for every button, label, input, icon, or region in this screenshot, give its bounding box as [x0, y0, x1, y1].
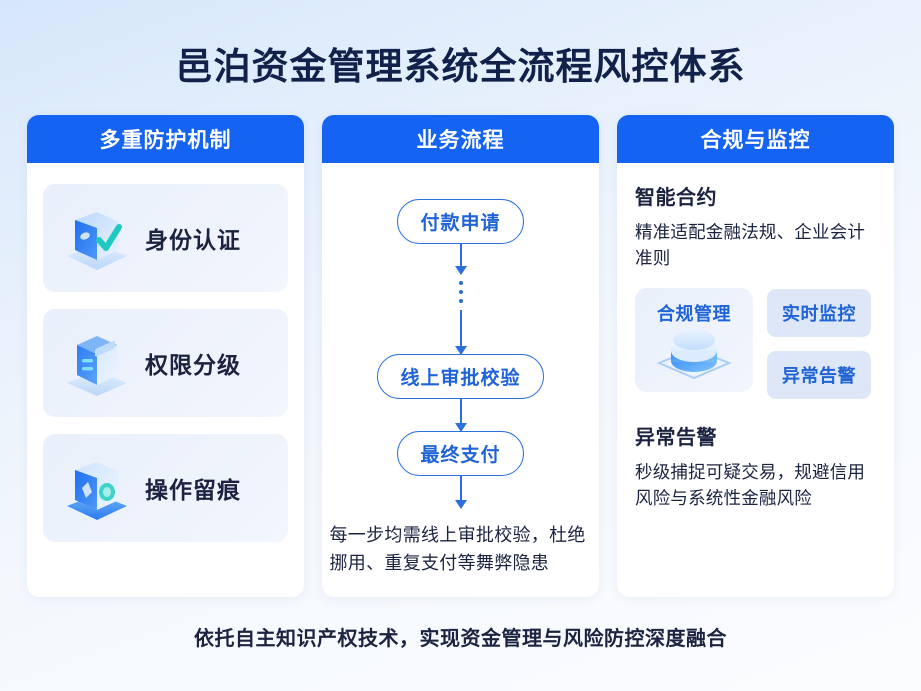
feature-tile-identity[interactable]: 身份认证 — [43, 184, 288, 292]
column-body-process: 付款申请 线上审批校验 最终支付 每一步均需线上审批校验，杜绝挪用、重复支付等舞… — [322, 163, 599, 597]
chip-anomaly-alert[interactable]: 异常告警 — [767, 350, 871, 399]
feature-label-identity: 身份认证 — [145, 227, 241, 253]
column-body-compliance: 智能合约 精准适配金融法规、企业会计准则 合规管理 — [617, 163, 894, 597]
flow-arrow-2 — [459, 324, 462, 354]
column-header-protection: 多重防护机制 — [27, 115, 304, 163]
flow-node-final-payment[interactable]: 最终支付 — [397, 431, 524, 476]
chip-realtime-monitor[interactable]: 实时监控 — [767, 288, 871, 337]
compliance-badges-row: 合规管理 — [635, 287, 876, 399]
process-flow: 付款申请 线上审批校验 最终支付 每一步均需线上审批校验，杜绝挪用、重复支付等舞… — [330, 179, 585, 585]
layered-server-cube-icon — [55, 321, 139, 405]
flow-dash — [459, 310, 462, 324]
flow-node-payment-request[interactable]: 付款申请 — [397, 199, 524, 244]
flow-arrow-4 — [459, 476, 462, 508]
column-process: 业务流程 付款申请 线上审批校验 最终支付 每一步均需线上审批校验，杜绝挪用、重… — [322, 115, 599, 597]
page-title: 邑泊资金管理系统全流程风控体系 — [175, 46, 746, 87]
flow-arrow-1 — [459, 244, 462, 274]
column-header-process: 业务流程 — [322, 115, 599, 163]
flow-dots — [458, 274, 463, 310]
flow-arrow-3 — [459, 399, 462, 431]
database-stack-icon — [651, 321, 737, 388]
compliance-text-smart-contract: 精准适配金融法规、企业会计准则 — [635, 222, 866, 269]
compliance-chip-column: 实时监控 异常告警 — [767, 288, 871, 399]
columns-container: 多重防护机制 — [27, 115, 894, 597]
compliance-tile-management[interactable]: 合规管理 — [635, 287, 753, 392]
column-protection: 多重防护机制 — [27, 115, 304, 597]
fingerprint-cube-icon — [55, 446, 139, 530]
feature-tile-permission[interactable]: 权限分级 — [43, 309, 288, 417]
feature-label-audit-trail: 操作留痕 — [145, 477, 241, 503]
feature-label-permission: 权限分级 — [145, 352, 241, 378]
column-body-protection: 身份认证 — [27, 163, 304, 597]
feature-list: 身份认证 — [43, 179, 288, 542]
compliance-text-anomaly: 秒级捕捉可疑交易，规避信用风险与系统性金融风险 — [635, 461, 866, 508]
column-compliance: 合规与监控 智能合约 精准适配金融法规、企业会计准则 合规管理 — [617, 115, 894, 597]
compliance-block-anomaly: 异常告警 秒级捕捉可疑交易，规避信用风险与系统性金融风险 — [635, 421, 876, 512]
compliance-heading-smart-contract: 智能合约 — [635, 187, 717, 209]
column-header-compliance: 合规与监控 — [617, 115, 894, 163]
shield-check-cube-icon — [55, 196, 139, 280]
feature-tile-audit-trail[interactable]: 操作留痕 — [43, 434, 288, 542]
flow-node-online-approval[interactable]: 线上审批校验 — [377, 354, 544, 399]
compliance-heading-anomaly: 异常告警 — [635, 426, 717, 449]
compliance-tile-label: 合规管理 — [657, 303, 731, 324]
flow-caption: 每一步均需线上审批校验，杜绝挪用、重复支付等舞弊隐患 — [329, 525, 586, 573]
footer-tagline: 依托自主知识产权技术，实现资金管理与风险防控深度融合 — [194, 628, 727, 650]
